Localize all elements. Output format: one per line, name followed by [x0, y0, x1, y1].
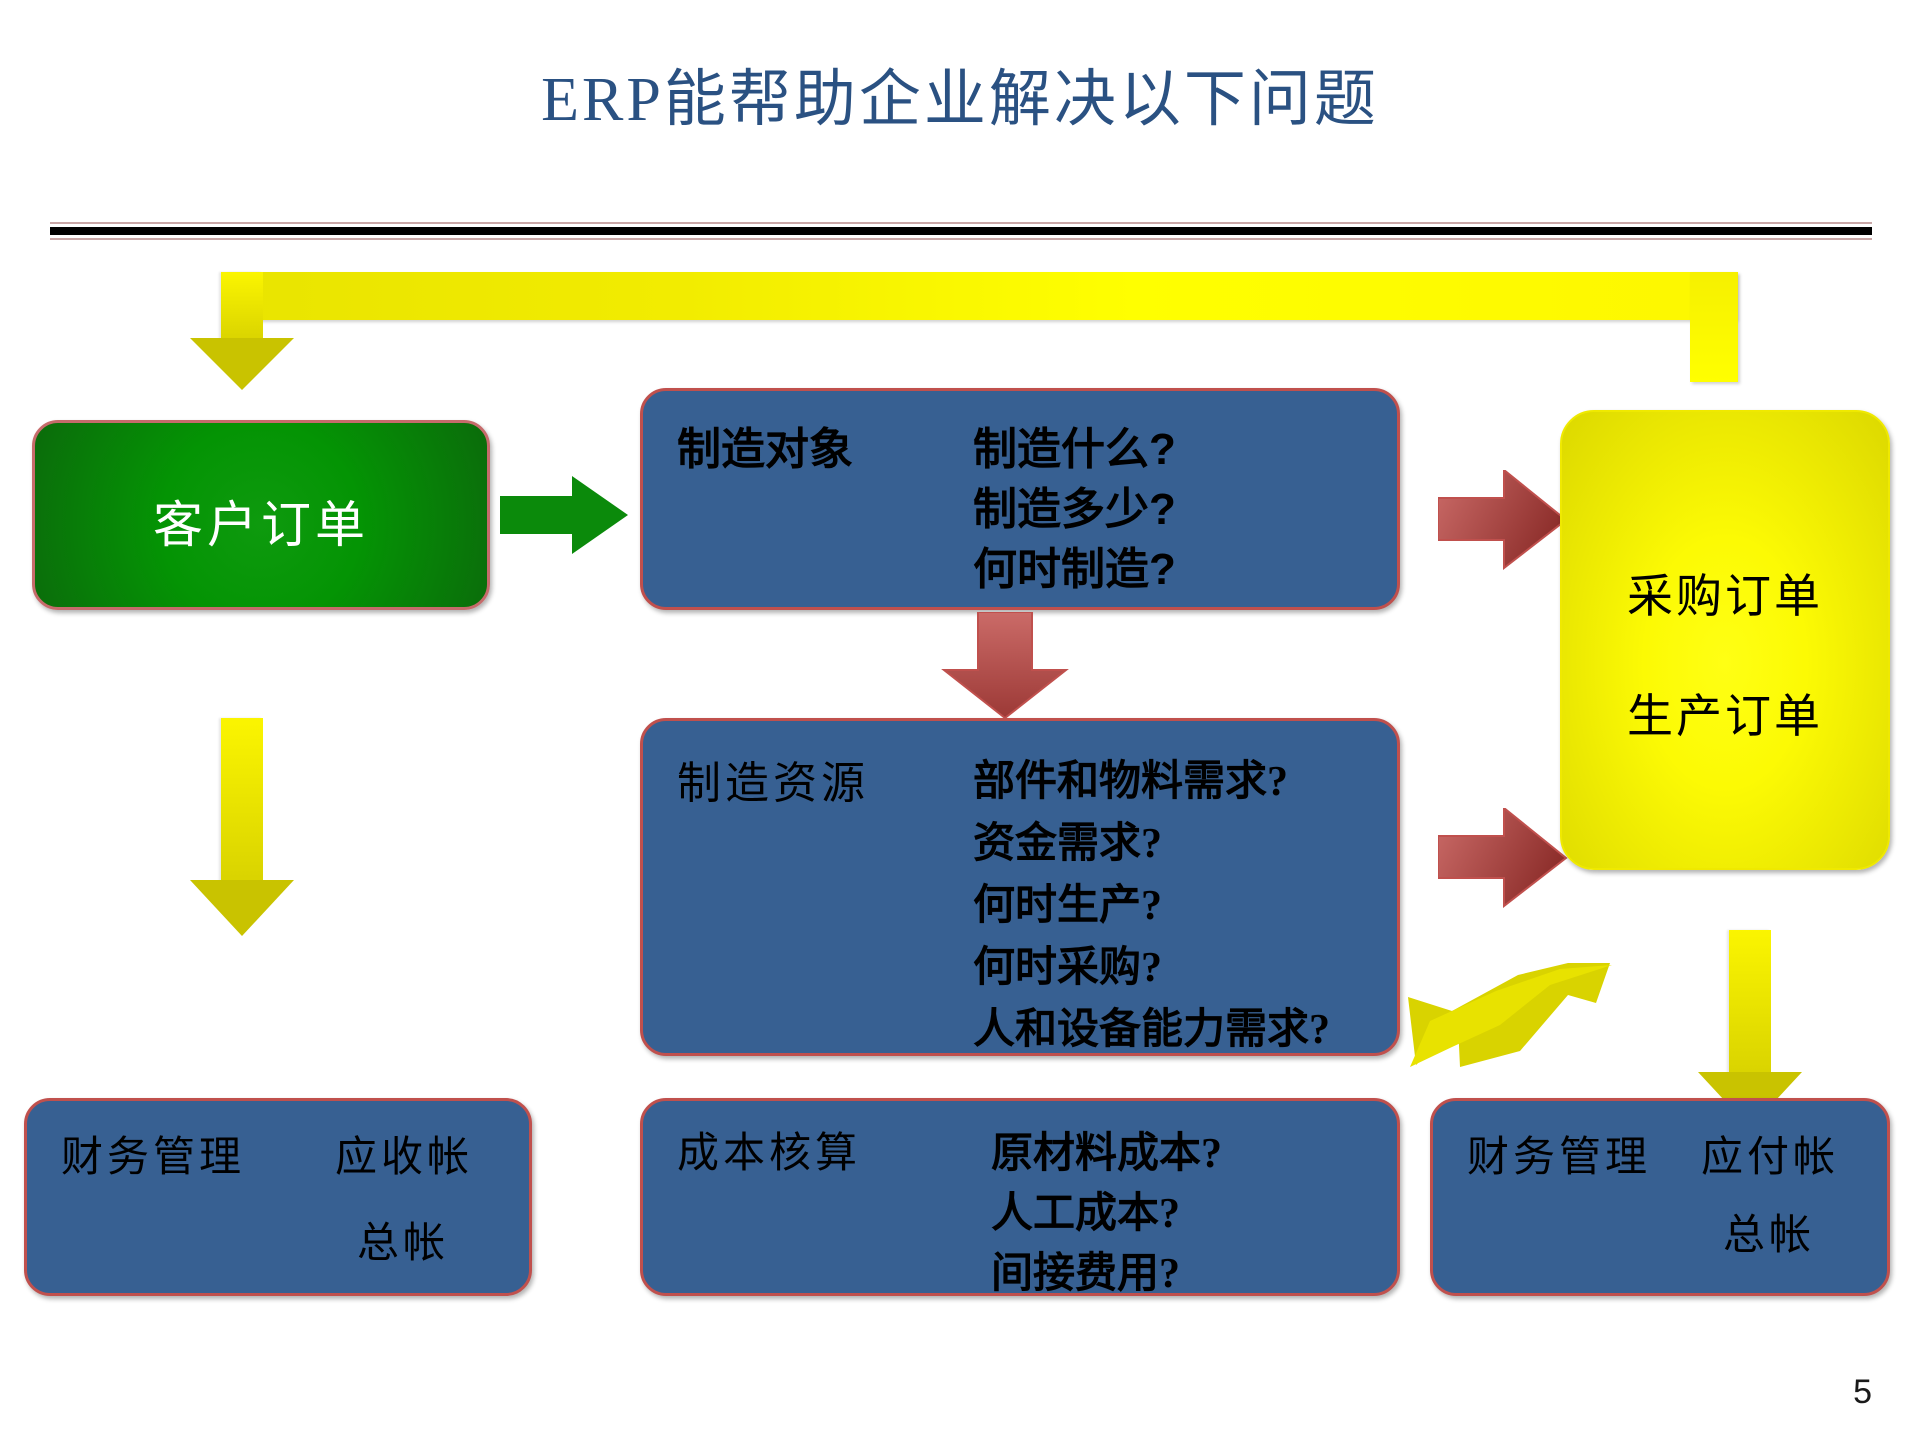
node-cost-accounting-heading: 成本核算	[677, 1131, 862, 1177]
node-finance-payable[interactable]: 财务管理 应付帐 总帐	[1430, 1098, 1890, 1296]
node-manufacture-object-item-1: 制造多少?	[973, 485, 1176, 534]
node-customer-order[interactable]: 客户订单	[32, 420, 490, 610]
page-number: 5	[1853, 1373, 1872, 1411]
arrow-head	[190, 880, 294, 936]
red-arrow-right-to-orders-lower	[1438, 808, 1568, 908]
node-finance-payable-item-0: 应付帐	[1701, 1135, 1840, 1181]
node-finance-receivable-item-0: 应收帐	[335, 1135, 474, 1181]
node-manufacture-object-item-0: 制造什么?	[973, 425, 1176, 474]
node-finance-payable-heading: 财务管理	[1467, 1135, 1652, 1181]
node-orders-line-1: 采购订单	[1627, 571, 1823, 622]
arrow-stem	[221, 272, 263, 344]
node-manufacture-object-heading: 制造对象	[677, 425, 853, 474]
page-title: ERP能帮助企业解决以下问题	[541, 66, 1379, 134]
node-manufacture-resource-item-0: 部件和物料需求?	[973, 759, 1289, 805]
red-arrow-right-to-orders-upper	[1438, 470, 1568, 570]
node-finance-payable-item-1: 总帐	[1723, 1213, 1816, 1259]
node-manufacture-resource[interactable]: 制造资源 部件和物料需求? 资金需求? 何时生产? 何时采购? 人和设备能力需求…	[640, 718, 1400, 1056]
horizontal-divider	[50, 222, 1872, 240]
divider-edge-top	[50, 222, 1872, 224]
node-manufacture-resource-heading: 制造资源	[677, 759, 869, 808]
node-cost-accounting-item-2: 间接费用?	[991, 1251, 1181, 1297]
arrow-stem	[221, 718, 263, 888]
node-manufacture-object-item-2: 何时制造?	[973, 545, 1176, 594]
arrow-stem	[1729, 930, 1771, 1080]
yellow-arrow-down-to-customer-order	[190, 272, 294, 390]
yellow-arrow-diagonal-to-cost-accounting	[1408, 963, 1612, 1067]
node-finance-receivable-heading: 财务管理	[61, 1135, 246, 1181]
node-manufacture-resource-item-2: 何时生产?	[973, 883, 1163, 929]
green-arrow-to-manufacture-object	[500, 476, 628, 554]
yellow-arrow-down-to-finance-receivable	[190, 718, 294, 938]
node-cost-accounting-item-0: 原材料成本?	[991, 1131, 1223, 1177]
node-manufacture-object[interactable]: 制造对象 制造什么? 制造多少? 何时制造?	[640, 388, 1400, 610]
node-manufacture-resource-item-1: 资金需求?	[973, 821, 1163, 867]
node-customer-order-label: 客户订单	[153, 497, 369, 553]
node-finance-receivable-item-1: 总帐	[357, 1221, 450, 1267]
node-cost-accounting[interactable]: 成本核算 原材料成本? 人工成本? 间接费用?	[640, 1098, 1400, 1297]
arrow-head	[190, 338, 294, 390]
top-yellow-connector-bar	[228, 272, 1738, 320]
node-finance-receivable[interactable]: 财务管理 应收帐 总帐	[24, 1098, 532, 1296]
yellow-connector-right-drop	[1690, 272, 1738, 382]
node-purchase-production-orders[interactable]: 采购订单 生产订单	[1560, 410, 1890, 870]
node-orders-line-2: 生产订单	[1627, 691, 1823, 742]
divider-core	[50, 225, 1872, 237]
red-arrow-down-to-manufacture-resource	[941, 612, 1069, 720]
node-manufacture-resource-item-3: 何时采购?	[973, 945, 1163, 991]
node-manufacture-resource-item-4: 人和设备能力需求?	[973, 1007, 1331, 1053]
divider-edge-bottom	[50, 238, 1872, 240]
node-cost-accounting-item-1: 人工成本?	[991, 1191, 1181, 1237]
